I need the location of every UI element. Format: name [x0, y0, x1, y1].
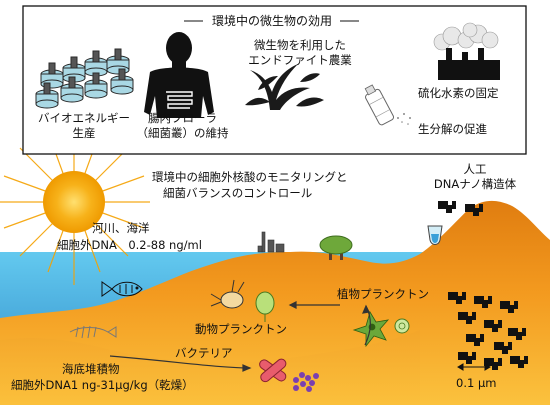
sediment-layer: [0, 330, 420, 405]
endophyte-label-line2: エンドファイト農業: [248, 53, 352, 67]
bioenergy-label-line2: 生産: [72, 126, 96, 140]
biodegradation-label: 生分解の促進: [418, 122, 487, 136]
zooplankton-label: 動物プランクトン: [195, 322, 287, 336]
tree-icon: [319, 235, 353, 260]
human-torso-icon: [144, 32, 214, 118]
dna-nanostructure-icon: [438, 201, 528, 370]
bacteria-icon: [259, 358, 319, 392]
scale-bar: [457, 363, 491, 371]
bottle-icon: [364, 84, 411, 126]
bacteria-label: バクテリア: [175, 346, 233, 360]
rivers-label-line1: 河川、海洋: [92, 221, 150, 235]
gut-flora-label-line2: （細菌叢）の維持: [136, 126, 229, 140]
endophyte-label-line1: 微生物を利用した: [254, 38, 346, 52]
monitoring-label-line2: 細菌バランスのコントロール: [163, 186, 313, 200]
bioenergy-label-line1: バイオエネルギー: [38, 111, 130, 125]
fish-icon: [101, 281, 143, 297]
phytoplankton-label: 植物プランクトン: [337, 287, 429, 301]
hydrogen-sulfide-label: 硫化水素の固定: [418, 86, 499, 100]
flow-arrows: [109, 301, 371, 372]
test-tube-icon: [427, 225, 443, 245]
bioreactor-icon: [35, 48, 134, 109]
factory-icon: [433, 22, 500, 80]
sediment-label-line1: 海底堆積物: [62, 362, 120, 376]
scale-label: 0.1 μm: [456, 376, 497, 390]
diatom-icon: [394, 318, 410, 334]
rivers-label-line2: 細胞外DNA 0.2-88 ng/ml: [57, 238, 202, 252]
artificial-dna-label-line2: DNAナノ構造体: [433, 177, 517, 191]
sediment-label-line2: 細胞外DNA1 ng-31μg/kg（乾燥）: [11, 378, 194, 392]
monitoring-label-line1: 環境中の細胞外核酸のモニタリングと: [152, 170, 348, 184]
plant-icon: [245, 64, 324, 110]
gut-flora-label-line1: 腸内フローラ: [148, 111, 217, 125]
microbe-box-title: 環境中の微生物の効用: [211, 14, 332, 28]
zooplankton-icon: [210, 279, 245, 309]
artificial-dna-label-line1: 人工: [463, 162, 487, 176]
phytoplankton-icon: [255, 291, 275, 322]
industrial-plant-icon: [257, 231, 285, 253]
fish-skeleton-icon: [69, 325, 117, 339]
